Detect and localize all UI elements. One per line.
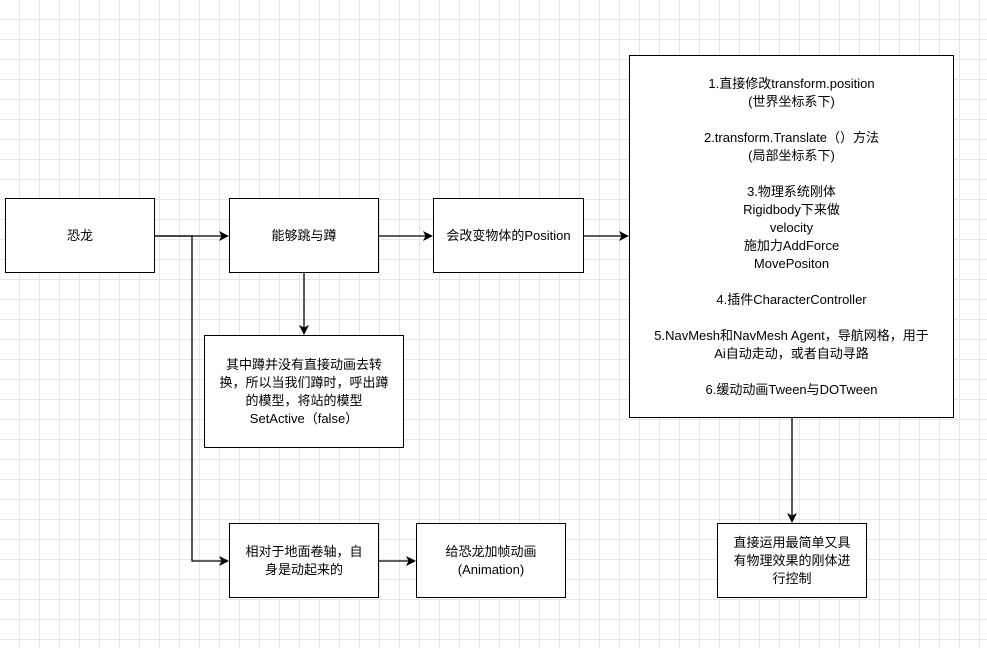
- node-jump-crouch-label: 能够跳与蹲: [271, 227, 337, 243]
- node-position-methods[interactable]: 1.直接修改transform.position (世界坐标系下) 2.tran…: [629, 55, 954, 418]
- node-change-position-label: 会改变物体的Position: [446, 227, 571, 243]
- node-rigidbody-result-label: 直接运用最简单又具 有物理效果的刚体进 行控制: [733, 534, 851, 586]
- node-frame-animation-label: 给恐龙加帧动画 (Animation): [445, 543, 537, 577]
- node-change-position[interactable]: 会改变物体的Position: [433, 198, 584, 273]
- node-jump-crouch[interactable]: 能够跳与蹲: [229, 198, 379, 273]
- node-crouch-note[interactable]: 其中蹲并没有直接动画去转 换，所以当我们蹲时，呼出蹲 的模型，将站的模型 Set…: [204, 335, 404, 448]
- node-dinosaur-label: 恐龙: [66, 227, 93, 243]
- node-frame-animation[interactable]: 给恐龙加帧动画 (Animation): [416, 523, 566, 598]
- node-crouch-note-label: 其中蹲并没有直接动画去转 换，所以当我们蹲时，呼出蹲 的模型，将站的模型 Set…: [219, 356, 389, 426]
- node-position-methods-label: 1.直接修改transform.position (世界坐标系下) 2.tran…: [654, 75, 929, 397]
- node-relative-ground-label: 相对于地面卷轴，自 身是动起来的: [245, 543, 363, 577]
- node-dinosaur[interactable]: 恐龙: [5, 198, 155, 273]
- edge-dino-to-ground[interactable]: [155, 235, 229, 566]
- node-relative-ground[interactable]: 相对于地面卷轴，自 身是动起来的: [229, 523, 379, 598]
- node-rigidbody-result[interactable]: 直接运用最简单又具 有物理效果的刚体进 行控制: [717, 523, 867, 598]
